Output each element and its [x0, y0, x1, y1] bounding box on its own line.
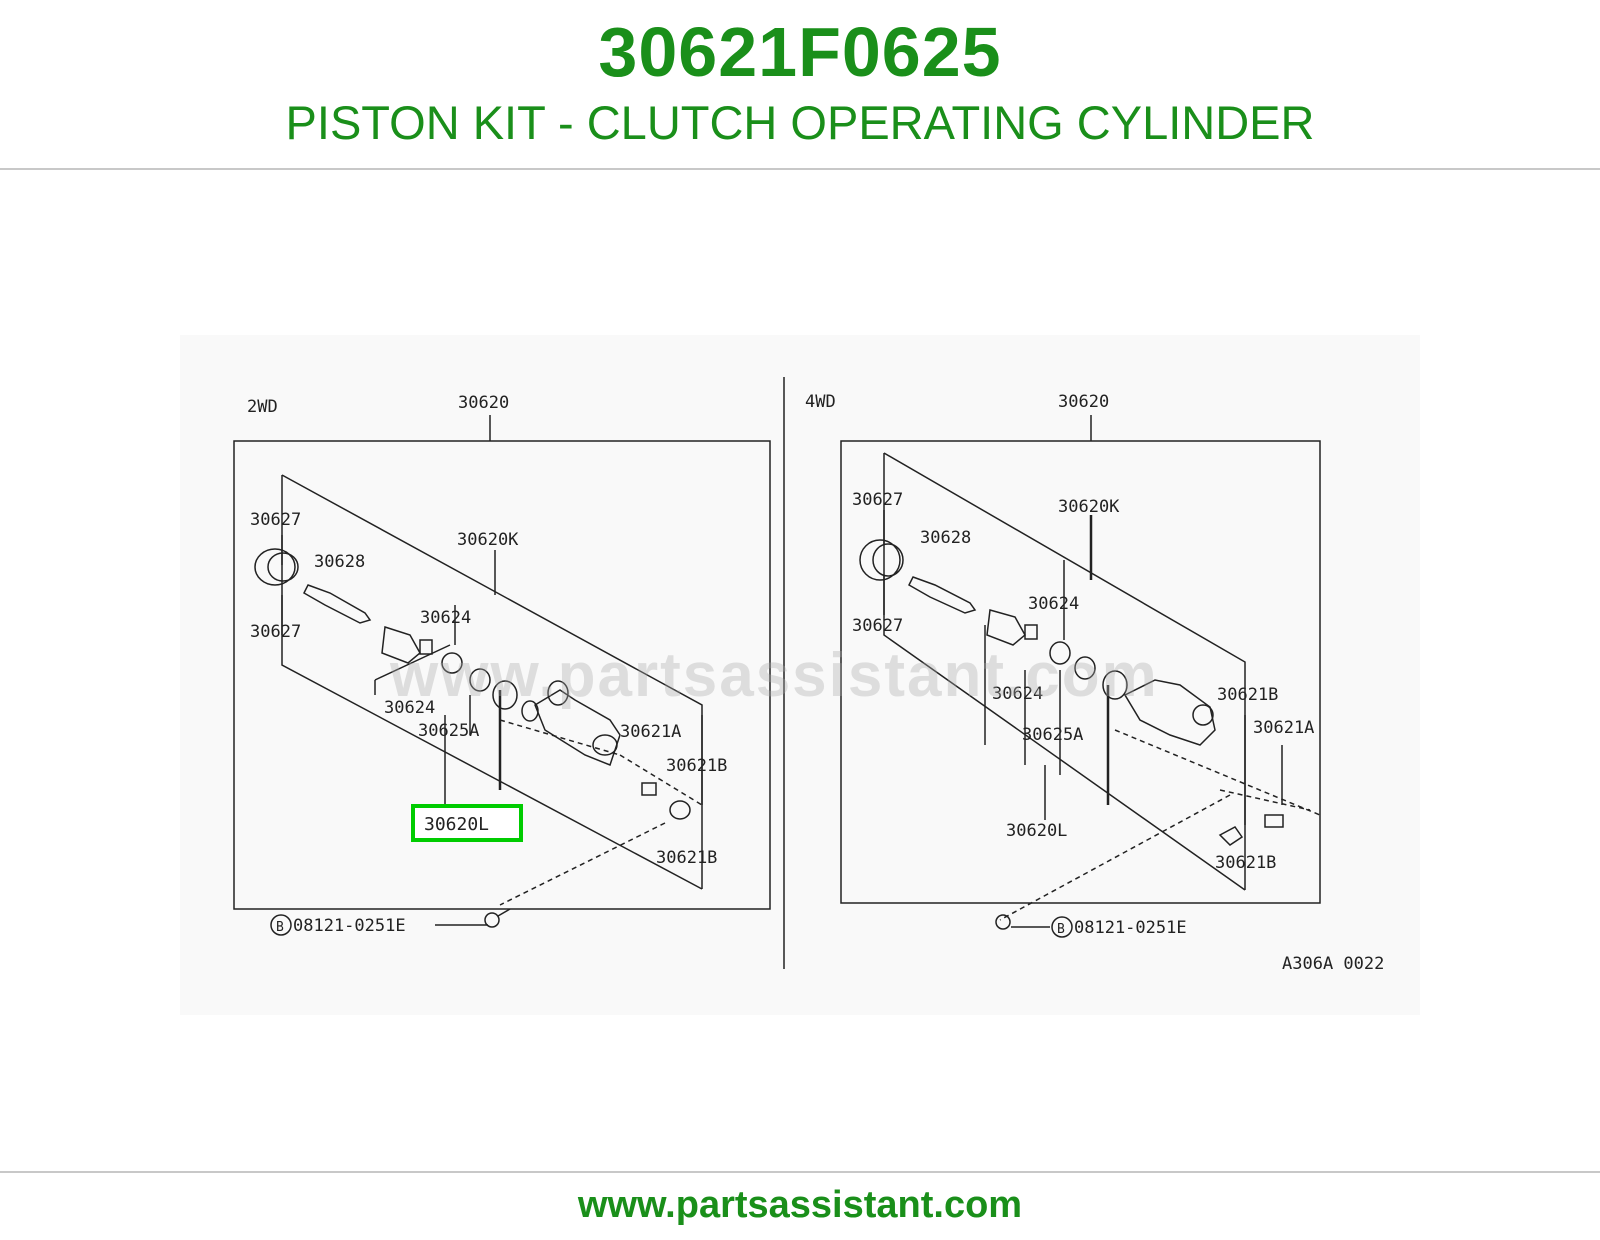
watermark: www.partsassistant.com	[390, 641, 1159, 710]
cylinder-body	[592, 734, 618, 756]
bleeder-screw	[641, 782, 657, 796]
label-boot: 30627	[852, 616, 903, 636]
piston-part	[1024, 624, 1038, 640]
boot-part	[267, 552, 299, 582]
bolt-marker-circle	[1051, 916, 1073, 938]
piston-part	[419, 639, 433, 655]
label-assembly: 30620	[1058, 392, 1109, 412]
assembly-frame-4wd	[840, 440, 1321, 904]
bolt-marker-letter: B	[276, 920, 284, 935]
label-pushrod: 30628	[920, 528, 971, 548]
kit-outline	[281, 474, 703, 889]
label-boot: 30627	[852, 490, 903, 510]
bolt-marker-letter: B	[1057, 922, 1065, 937]
cylinder-body	[534, 689, 621, 766]
label-piston: 30624	[420, 608, 471, 628]
dashed-guide	[999, 794, 1231, 921]
label-boot: 30627	[250, 510, 301, 530]
dashed-guide	[619, 754, 703, 806]
piston-part	[381, 626, 421, 664]
label-piston: 30624	[1028, 594, 1079, 614]
footer-divider	[0, 1171, 1600, 1173]
bolt-part	[995, 914, 1011, 930]
boot-part	[859, 539, 901, 581]
piston-ring-part	[1049, 641, 1071, 665]
bleeder-cap	[669, 800, 691, 820]
label-bleeder-a: 30621A	[1253, 718, 1314, 738]
label-piston: 30624	[384, 698, 435, 718]
label-bolt: 08121-0251E	[1074, 918, 1187, 938]
label-kit-l: 30620L	[424, 814, 489, 835]
label-kit-k: 30620K	[457, 530, 519, 550]
pushrod-part	[303, 584, 372, 624]
figure-code: A306A 0022	[1282, 954, 1384, 974]
exploded-view-svg: 2WD 30620 30627 30628 30620K 30627 30624…	[180, 335, 1420, 1015]
cylinder-body	[547, 680, 569, 706]
assembly-frame-2wd	[233, 440, 771, 910]
boot-part	[872, 543, 904, 577]
cup-part	[469, 668, 491, 692]
diagram-panel-2wd	[233, 415, 771, 936]
variant-label: 4WD	[805, 392, 836, 412]
bolt-marker-circle	[270, 914, 292, 936]
label-bleeder-b: 30621B	[666, 756, 727, 776]
labels-2wd: 2WD 30620 30627 30628 30620K 30627 30624…	[247, 393, 727, 936]
part-description: PISTON KIT - CLUTCH OPERATING CYLINDER	[285, 96, 1315, 149]
label-bleeder-b: 30621B	[1215, 853, 1276, 873]
label-kit-l: 30620L	[1006, 821, 1067, 841]
pushrod-part	[908, 576, 977, 614]
label-boot: 30627	[250, 622, 301, 642]
cylinder-body	[1123, 679, 1216, 746]
bolt-part	[497, 908, 511, 917]
seal-part	[492, 680, 518, 710]
label-assembly: 30620	[458, 393, 509, 413]
cup-part	[1074, 656, 1096, 680]
part-number-title: 30621F0625	[598, 13, 1002, 91]
footer-url-link[interactable]: www.partsassistant.com	[577, 1184, 1023, 1226]
page-header: 30621F0625 PISTON KIT - CLUTCH OPERATING…	[0, 0, 1600, 168]
dashed-guide	[1114, 729, 1321, 816]
variant-label: 2WD	[247, 397, 278, 417]
label-cup: 30625A	[1022, 725, 1083, 745]
seal-part	[1102, 670, 1128, 700]
cylinder-body	[1192, 704, 1214, 726]
label-cup: 30625A	[418, 721, 479, 741]
label-bolt: 08121-0251E	[293, 916, 406, 936]
label-kit-k: 30620K	[1058, 497, 1120, 517]
label-pushrod: 30628	[314, 552, 365, 572]
piston-part	[986, 609, 1026, 646]
leader-line	[374, 644, 451, 681]
diagram-panel-4wd	[840, 415, 1321, 938]
bleeder-cap	[1218, 826, 1244, 846]
label-piston: 30624	[992, 684, 1043, 704]
dashed-guide	[1219, 789, 1311, 811]
bolt-part	[484, 912, 500, 928]
dashed-guide	[499, 822, 666, 906]
parts-diagram: 2WD 30620 30627 30628 30620K 30627 30624…	[180, 335, 1420, 1015]
piston-ring-part	[441, 652, 463, 674]
label-bleeder-b: 30621B	[1217, 685, 1278, 705]
bleeder-screw	[1264, 814, 1284, 828]
labels-4wd: 4WD 30620 30627 30620K 30628 30624 30627…	[805, 392, 1384, 974]
boot-part	[254, 548, 296, 586]
highlighted-part-label: 30620L	[411, 804, 523, 842]
label-bleeder-b: 30621B	[656, 848, 717, 868]
header-divider	[0, 168, 1600, 170]
dashed-guide	[499, 719, 621, 756]
label-bleeder-a: 30621A	[620, 722, 681, 742]
highlight-box	[411, 804, 523, 842]
